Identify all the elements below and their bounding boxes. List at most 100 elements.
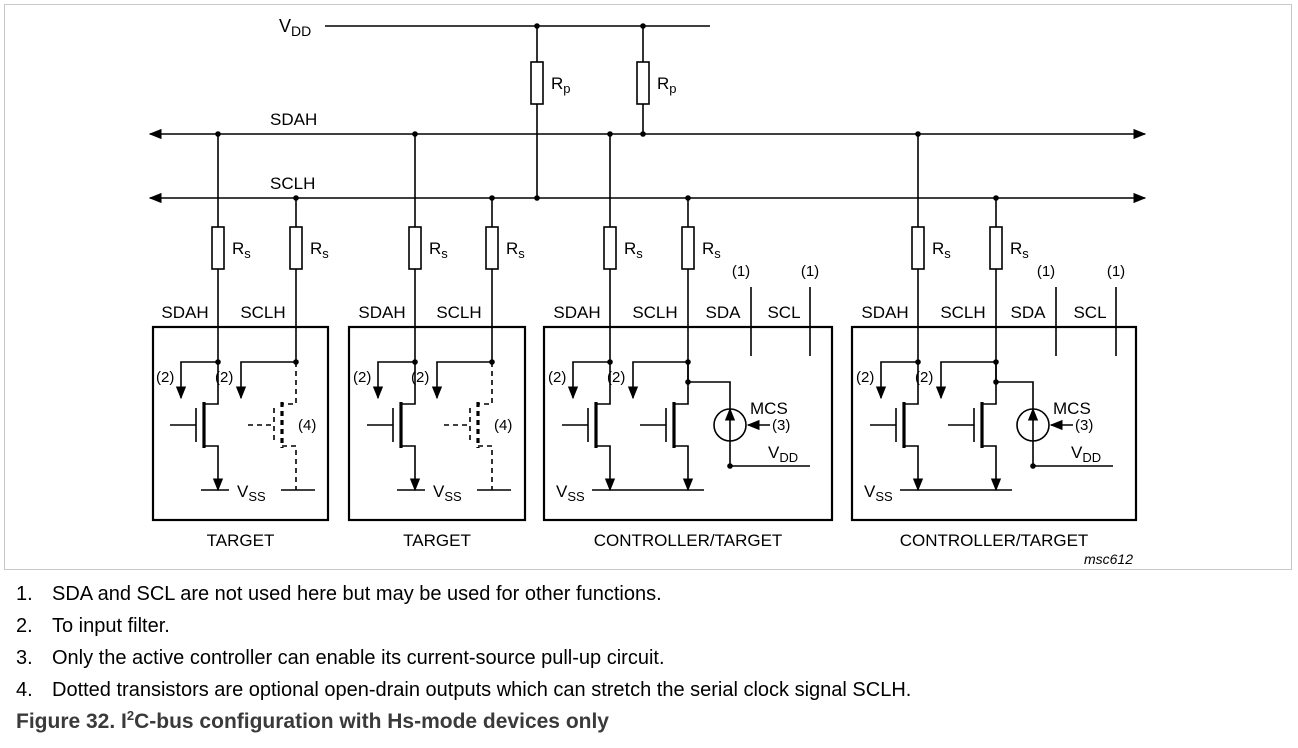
device-2-rs-sdah (408, 226, 422, 270)
device-3-mcs-label: MCS (750, 399, 788, 418)
rp1-resistor-label: Rp (551, 74, 571, 96)
device-3-rs-sclh (681, 226, 695, 270)
device-1-rs-sclh (289, 226, 303, 270)
junction-dot (727, 463, 733, 469)
device-2-sclh-fet-drain (478, 362, 493, 405)
sdah-bus-label: SDAH (270, 110, 317, 129)
device-3-mcs-top (688, 381, 731, 409)
device-3-filter-sdah (567, 361, 610, 400)
device-3-sdah-fet-drain (596, 362, 611, 405)
device-3-rs-sclh-label: Rs (702, 239, 721, 261)
device-2-filter-sdah (372, 361, 415, 400)
device-1-filter-sdah (175, 361, 218, 400)
figure-frame (4, 4, 1292, 570)
device-1-sclh-fet-drain (282, 362, 297, 405)
device-3-rs-sdah (603, 226, 617, 270)
device-3-vdd-local-label: VDD (768, 443, 798, 465)
device-1-rs-sclh-label: Rs (310, 239, 329, 261)
device-4-sdah-fet-drain (904, 362, 919, 405)
device-2-filter-sclh (431, 361, 492, 400)
device-2-note2-sclh: (2) (411, 369, 429, 386)
device-4-mcs-top (996, 381, 1034, 409)
device-4-filter-sclh (935, 361, 996, 400)
device-3-note1-sda: (1) (732, 263, 750, 280)
device-3-filter-sclh (627, 361, 688, 400)
junction-dot (534, 195, 540, 201)
device-1-filter-sclh (235, 361, 296, 400)
device-3-sdah-fet-source (596, 445, 616, 492)
device-4-pin-sdah: SDAH (861, 303, 908, 322)
device-1-sdah-fet-drain (204, 362, 219, 405)
device-1-sclh-fet-source (282, 445, 297, 490)
figure-caption: Figure 32. I2C-bus configuration with Hs… (16, 708, 609, 733)
device-4-note3: (3) (1075, 417, 1093, 434)
device-1-sdah-fet-source (204, 445, 224, 492)
device-4-vss-label: VSS (864, 482, 893, 504)
device-1-note4: (4) (298, 417, 316, 434)
device-2-pin-sclh: SCLH (436, 303, 481, 322)
device-2-pin-sdah: SDAH (358, 303, 405, 322)
device-1-vss-label: VSS (237, 482, 266, 504)
footnotes-list: 1.SDA and SCL are not used here but may … (16, 578, 911, 706)
device-2-sdah-fet-source (401, 445, 421, 492)
rp1-resistor (530, 61, 544, 105)
device-4-note1-sda: (1) (1037, 263, 1055, 280)
device-3-vss-label: VSS (556, 482, 585, 504)
rp2-resistor (636, 61, 650, 105)
footnote-3: 3.Only the active controller can enable … (16, 647, 665, 669)
device-4-note2-sclh: (2) (915, 369, 933, 386)
device-3-sclh-fet-drain (674, 362, 689, 405)
device-4-pin-sda: SDA (1011, 303, 1047, 322)
device-4-note2-sdah: (2) (856, 369, 874, 386)
rp2-resistor-label: Rp (657, 74, 677, 96)
device-4-sdah-fet-source (904, 445, 924, 492)
device-2-rs-sclh-label: Rs (506, 239, 525, 261)
device-1-label: TARGET (207, 531, 275, 550)
device-1-pin-sdah: SDAH (161, 303, 208, 322)
device-4-sclh-fet-drain (982, 362, 997, 405)
device-1-box (151, 325, 330, 522)
device-3-note2-sclh: (2) (607, 369, 625, 386)
device-2-rs-sdah-label: Rs (429, 239, 448, 261)
device-2-note2-sdah: (2) (353, 369, 371, 386)
sclh-bus-label: SCLH (270, 174, 315, 193)
device-3-label: CONTROLLER/TARGET (594, 531, 783, 550)
device-4-pin-scl: SCL (1073, 303, 1106, 322)
device-3-pin-scl: SCL (767, 303, 800, 322)
figure-id: msc612 (1084, 551, 1133, 567)
junction-dot (640, 131, 646, 137)
device-1-rs-sdah (211, 226, 225, 270)
device-2-label: TARGET (403, 531, 471, 550)
device-3-rs-sdah-label: Rs (624, 239, 643, 261)
device-4-rs-sclh (989, 226, 1003, 270)
device-3-sclh-fet-source (674, 445, 694, 492)
device-2-sclh-fet-source (478, 445, 493, 490)
device-1-rs-sdah-label: Rs (232, 239, 251, 261)
device-4-filter-sdah (875, 361, 918, 400)
device-3-pin-sdah: SDAH (553, 303, 600, 322)
footnote-2: 2.To input filter. (16, 615, 170, 637)
device-2-vss-label: VSS (433, 482, 462, 504)
device-1-note2-sdah: (2) (156, 369, 174, 386)
device-3-note1-scl: (1) (801, 263, 819, 280)
device-3-pin-sclh: SCLH (632, 303, 677, 322)
device-4-mcs-label: MCS (1053, 399, 1091, 418)
vdd-label: VDD (279, 16, 311, 39)
device-4-sclh-fet-source (982, 445, 1002, 492)
device-2-note4: (4) (494, 417, 512, 434)
device-3-pin-sda: SDA (706, 303, 742, 322)
device-3-note2-sdah: (2) (548, 369, 566, 386)
footnote-1: 1.SDA and SCL are not used here but may … (16, 583, 662, 605)
device-4-label: CONTROLLER/TARGET (900, 531, 1089, 550)
device-2-box (347, 325, 527, 522)
device-2-rs-sclh (485, 226, 499, 270)
device-4-rs-sclh-label: Rs (1010, 239, 1029, 261)
device-1-note2-sclh: (2) (215, 369, 233, 386)
device-4-vdd-local-label: VDD (1071, 443, 1101, 465)
device-2-sdah-fet-drain (401, 362, 416, 405)
device-4-box (850, 325, 1138, 522)
device-4-rs-sdah-label: Rs (932, 239, 951, 261)
device-4-rs-sdah (911, 226, 925, 270)
device-1-pin-sclh: SCLH (240, 303, 285, 322)
